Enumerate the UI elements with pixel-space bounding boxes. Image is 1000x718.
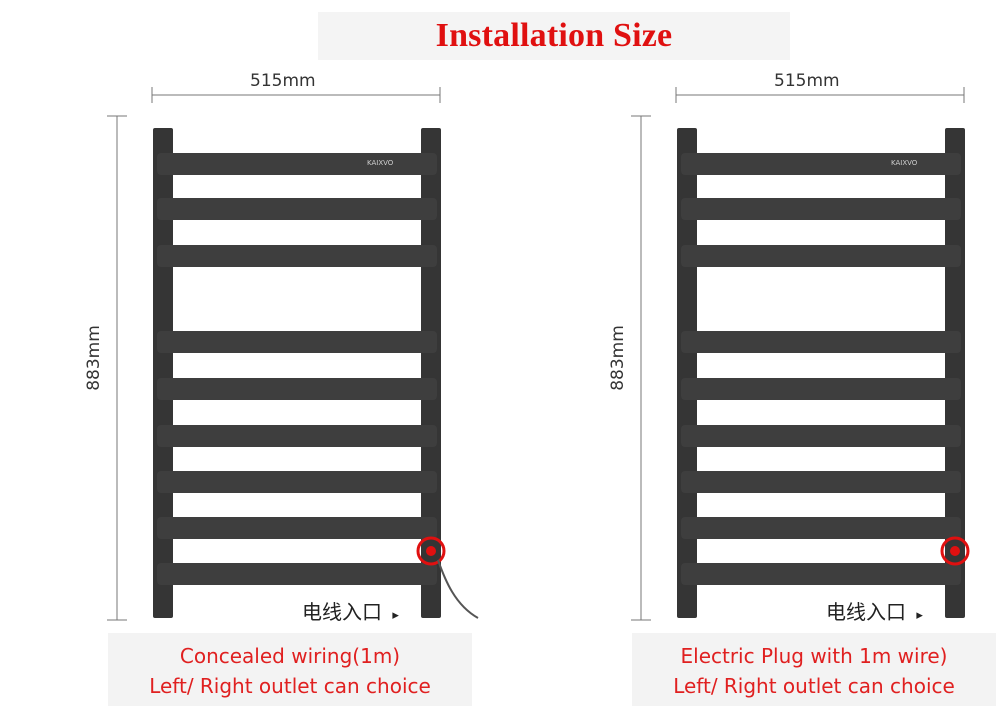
left-diagram-panel: KAIXVO 515mm 883mm 电线入口 ▸ [84,71,479,625]
caption-line-2: Left/ Right outlet can choice [149,674,431,698]
brand-mark: KAIXVO [367,159,394,167]
towel-rack-drawing-right [631,87,970,621]
right-caption-box: Electric Plug with 1m wire) Left/ Right … [632,633,996,706]
page-title: Installation Size [435,17,673,54]
title-background [318,12,790,60]
left-caption-box: Concealed wiring(1m) Left/ Right outlet … [108,633,472,706]
caption-line-1: Electric Plug with 1m wire) [680,644,948,668]
towel-rack-drawing-left [107,87,479,621]
arrow-right-icon: ▸ [392,608,399,623]
caption-line-1: Concealed wiring(1m) [179,644,401,668]
brand-mark: KAIXVO [891,159,918,167]
width-dimension-label: 515mm [250,71,316,91]
arrow-right-icon: ▸ [916,608,923,623]
right-diagram-panel: KAIXVO 515mm 883mm 电线入口 ▸ [524,0,1000,718]
caption-line-2: Left/ Right outlet can choice [673,674,955,698]
wire-inlet-label: 电线入口 ▸ [302,596,399,625]
width-dimension-label: 515mm [774,71,840,91]
wire-inlet-text: 电线入口 [302,600,382,624]
height-dimension-label: 883mm [84,325,104,391]
wire-inlet-label: 电线入口 ▸ [826,596,923,625]
wire-inlet-text: 电线入口 [826,600,906,624]
height-dimension-label: 883mm [608,325,628,391]
